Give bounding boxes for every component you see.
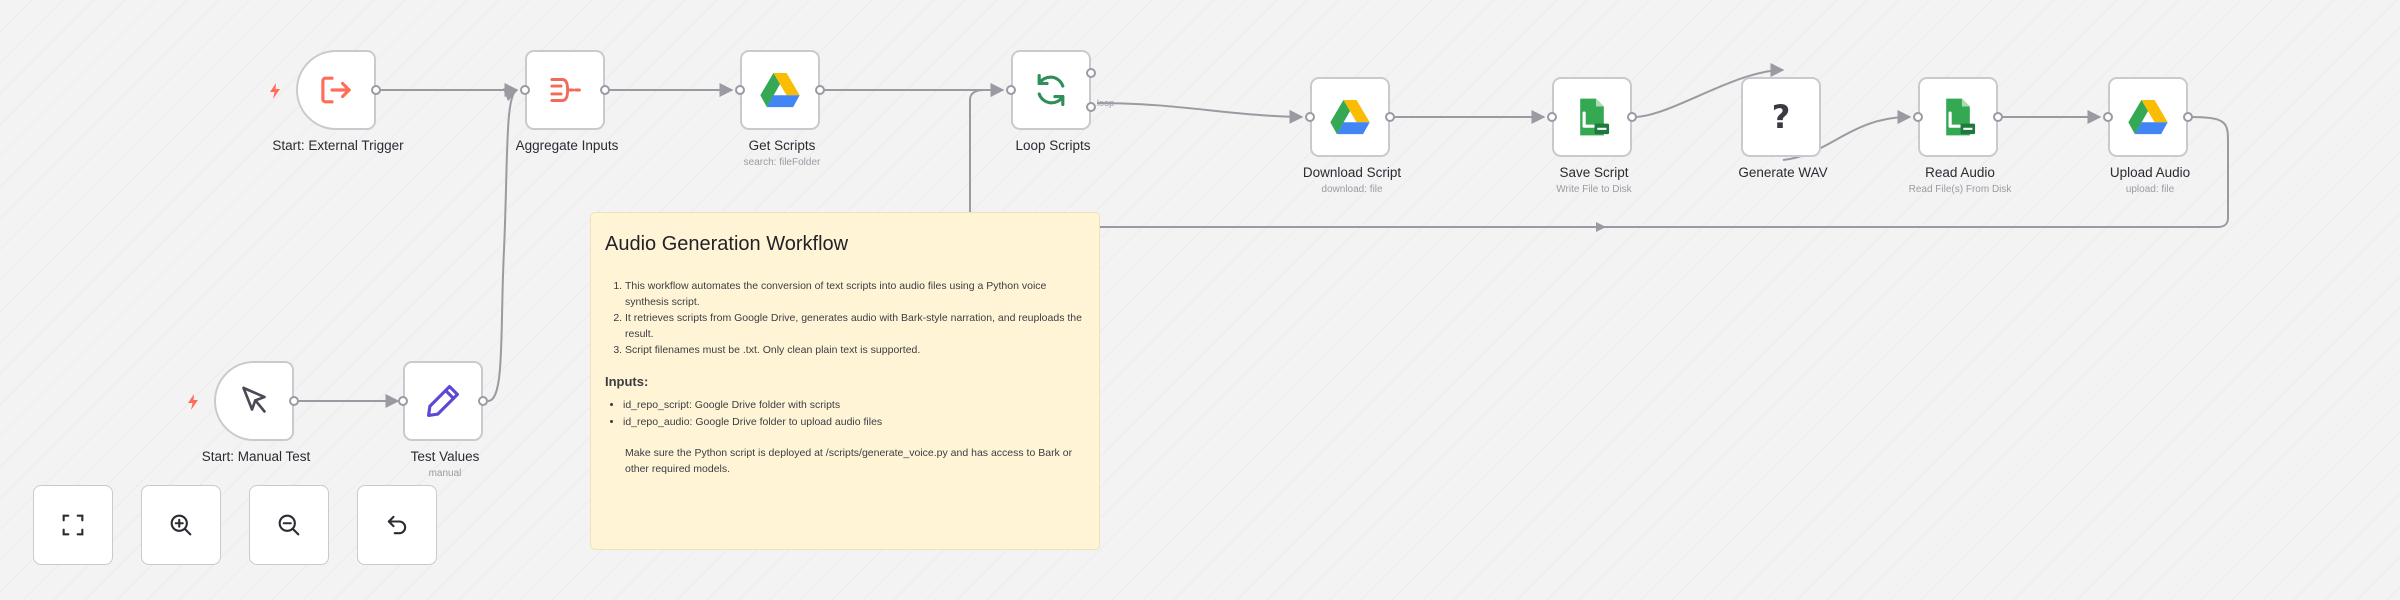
sticky-note-inputs: id_repo_script: Google Drive folder with… bbox=[605, 397, 1085, 431]
output-port[interactable] bbox=[600, 85, 610, 95]
node-aggregate-inputs[interactable]: Aggregate Inputs bbox=[516, 50, 618, 153]
undo-icon bbox=[387, 515, 407, 535]
question-mark-icon: ? bbox=[1771, 98, 1791, 136]
node-subtitle: Write File to Disk bbox=[1556, 184, 1632, 195]
zoom-in-button[interactable] bbox=[141, 485, 221, 565]
google-drive-icon bbox=[2127, 96, 2169, 138]
google-drive-icon bbox=[759, 69, 801, 111]
node-label: Test Values bbox=[410, 449, 480, 464]
node-subtitle: search: fileFolder bbox=[743, 157, 821, 168]
google-drive-icon bbox=[1329, 96, 1371, 138]
output-port[interactable] bbox=[1385, 112, 1395, 122]
reset-zoom-button[interactable] bbox=[357, 485, 437, 565]
sticky-note-step: It retrieves scripts from Google Drive, … bbox=[625, 310, 1085, 342]
node-subtitle: upload: file bbox=[2125, 184, 2175, 195]
output-port[interactable] bbox=[289, 396, 299, 406]
output-port[interactable] bbox=[478, 396, 488, 406]
sticky-note-step: This workflow automates the conversion o… bbox=[625, 278, 1085, 310]
sticky-note-input: id_repo_audio: Google Drive folder to up… bbox=[623, 414, 1085, 431]
loop-output-label: loop bbox=[1097, 98, 1115, 108]
node-generate-wav[interactable]: ? Generate WAV bbox=[1738, 77, 1828, 180]
sticky-note-inputs-heading: Inputs: bbox=[605, 374, 649, 389]
node-label: Upload Audio bbox=[2109, 165, 2191, 180]
node-label: Aggregate Inputs bbox=[515, 138, 619, 153]
input-port[interactable] bbox=[520, 85, 530, 95]
pencil-icon bbox=[422, 380, 464, 422]
node-loop-scripts[interactable]: Loop Scripts bbox=[1006, 50, 1096, 153]
node-subtitle: download: file bbox=[1321, 184, 1383, 195]
node-label: Save Script bbox=[1559, 165, 1629, 180]
cursor-icon bbox=[233, 380, 275, 422]
node-label: Start: Manual Test bbox=[201, 449, 311, 464]
node-upload-audio[interactable]: Upload Audio upload: file bbox=[2103, 77, 2193, 195]
zoom-in-icon bbox=[170, 514, 192, 536]
loop-back-arrow bbox=[1596, 222, 1606, 232]
node-label: Start: External Trigger bbox=[272, 138, 404, 153]
connection-test-values-to-aggregate[interactable] bbox=[487, 88, 519, 402]
node-get-scripts[interactable]: Get Scripts search: fileFolder bbox=[735, 50, 825, 168]
sticky-note-title: Audio Generation Workflow bbox=[605, 233, 849, 255]
input-port[interactable] bbox=[1913, 112, 1923, 122]
node-save-script[interactable]: Save Script Write File to Disk bbox=[1547, 77, 1637, 195]
output-port[interactable] bbox=[371, 85, 381, 95]
zoom-out-button[interactable] bbox=[249, 485, 329, 565]
sticky-note-steps: This workflow automates the conversion o… bbox=[605, 278, 1085, 358]
output-port[interactable] bbox=[1993, 112, 2003, 122]
sign-out-icon bbox=[315, 69, 357, 111]
node-label: Read Audio bbox=[1925, 165, 1995, 180]
node-label: Loop Scripts bbox=[1015, 138, 1091, 153]
output-port-done[interactable] bbox=[1086, 68, 1096, 78]
input-port[interactable] bbox=[735, 85, 745, 95]
file-write-icon bbox=[1571, 96, 1613, 138]
output-port[interactable] bbox=[1627, 112, 1637, 122]
sticky-note-input: id_repo_script: Google Drive folder with… bbox=[623, 397, 1085, 414]
input-port[interactable] bbox=[1547, 112, 1557, 122]
sticky-note-step: Script filenames must be .txt. Only clea… bbox=[625, 342, 1085, 358]
input-port[interactable] bbox=[1006, 85, 1016, 95]
node-subtitle: Read File(s) From Disk bbox=[1908, 184, 2012, 195]
node-start-manual-test[interactable]: Start: Manual Test bbox=[188, 361, 310, 464]
input-port[interactable] bbox=[398, 396, 408, 406]
sticky-note-remark: Make sure the Python script is deployed … bbox=[625, 447, 1073, 475]
fit-view-button[interactable] bbox=[33, 485, 113, 565]
connection-loop-to-download[interactable] bbox=[1096, 102, 1304, 124]
input-port[interactable] bbox=[1305, 112, 1315, 122]
aggregate-icon bbox=[544, 69, 586, 111]
node-download-script[interactable]: Download Script download: file bbox=[1303, 77, 1401, 195]
node-read-audio[interactable]: Read Audio Read File(s) From Disk bbox=[1909, 77, 2011, 195]
node-label: Get Scripts bbox=[748, 138, 816, 153]
trigger-bolt-icon bbox=[268, 82, 282, 100]
node-label: Download Script bbox=[1302, 165, 1402, 180]
fit-view-icon bbox=[62, 514, 84, 536]
input-port[interactable] bbox=[2103, 112, 2113, 122]
file-read-icon bbox=[1937, 96, 1979, 138]
node-start-external-trigger[interactable]: Start: External Trigger bbox=[270, 50, 404, 153]
node-test-values[interactable]: Test Values manual bbox=[398, 361, 488, 479]
node-label: Generate WAV bbox=[1738, 165, 1828, 180]
trigger-bolt-icon bbox=[186, 393, 200, 411]
output-port[interactable] bbox=[815, 85, 825, 95]
zoom-out-icon bbox=[278, 514, 300, 536]
loop-icon bbox=[1030, 69, 1072, 111]
node-subtitle: manual bbox=[428, 468, 462, 479]
connection-save-to-generate[interactable] bbox=[1633, 63, 1785, 118]
output-port-loop[interactable] bbox=[1086, 102, 1096, 112]
sticky-note[interactable]: Audio Generation Workflow This workflow … bbox=[590, 212, 1100, 550]
output-port[interactable] bbox=[2183, 112, 2193, 122]
